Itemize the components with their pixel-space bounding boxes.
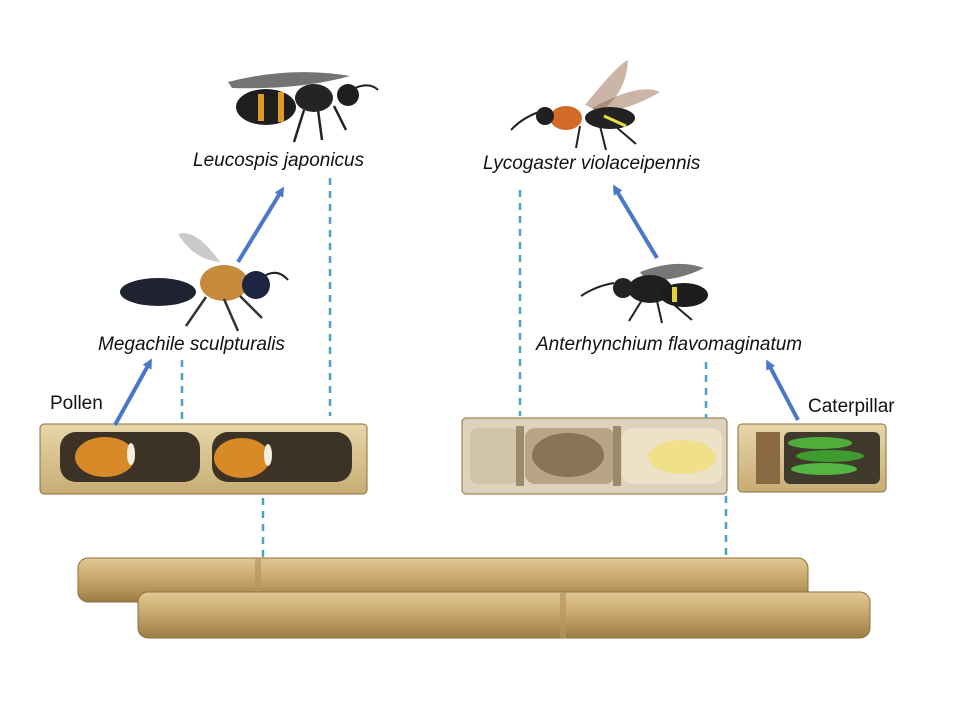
anterhynchium-wasp [580, 263, 708, 324]
pollen-provision [75, 437, 135, 477]
megachile-bee [120, 233, 289, 332]
caterpillar [791, 463, 857, 475]
bee-egg [264, 444, 272, 466]
caterpillar-nest-section [737, 423, 887, 493]
bee-egg [127, 443, 135, 465]
anterhynchium-nest-section [461, 417, 728, 495]
label-leucospis-japonicus: Leucospis japonicus [193, 150, 365, 171]
label-lycogaster-violaceipennis: Lycogaster violaceipennis [483, 153, 701, 174]
label-pollen: Pollen [50, 393, 103, 414]
megachile-nest-section [39, 423, 368, 495]
arrow-megachile-to-leucospis [236, 186, 285, 264]
label-caterpillar: Caterpillar [808, 396, 895, 417]
arrow-anterhynchium-to-lycogaster [612, 184, 659, 260]
lycogaster-wasp [510, 60, 660, 151]
label-anterhynchium-flavomaginatum: Anterhynchium flavomaginatum [536, 334, 803, 355]
leucospis-wasp [228, 72, 379, 143]
arrow-pollen-to-megachile [113, 358, 152, 426]
bamboo-tube-back [77, 557, 809, 603]
caterpillar [796, 450, 864, 462]
caterpillar [788, 437, 852, 449]
label-megachile-sculpturalis: Megachile sculpturalis [98, 334, 285, 355]
bamboo-tube-front [137, 591, 871, 639]
pollen-provision [214, 438, 270, 478]
arrow-caterpillar-to-anterhynchium [766, 359, 800, 421]
wasp-larva [648, 440, 716, 474]
